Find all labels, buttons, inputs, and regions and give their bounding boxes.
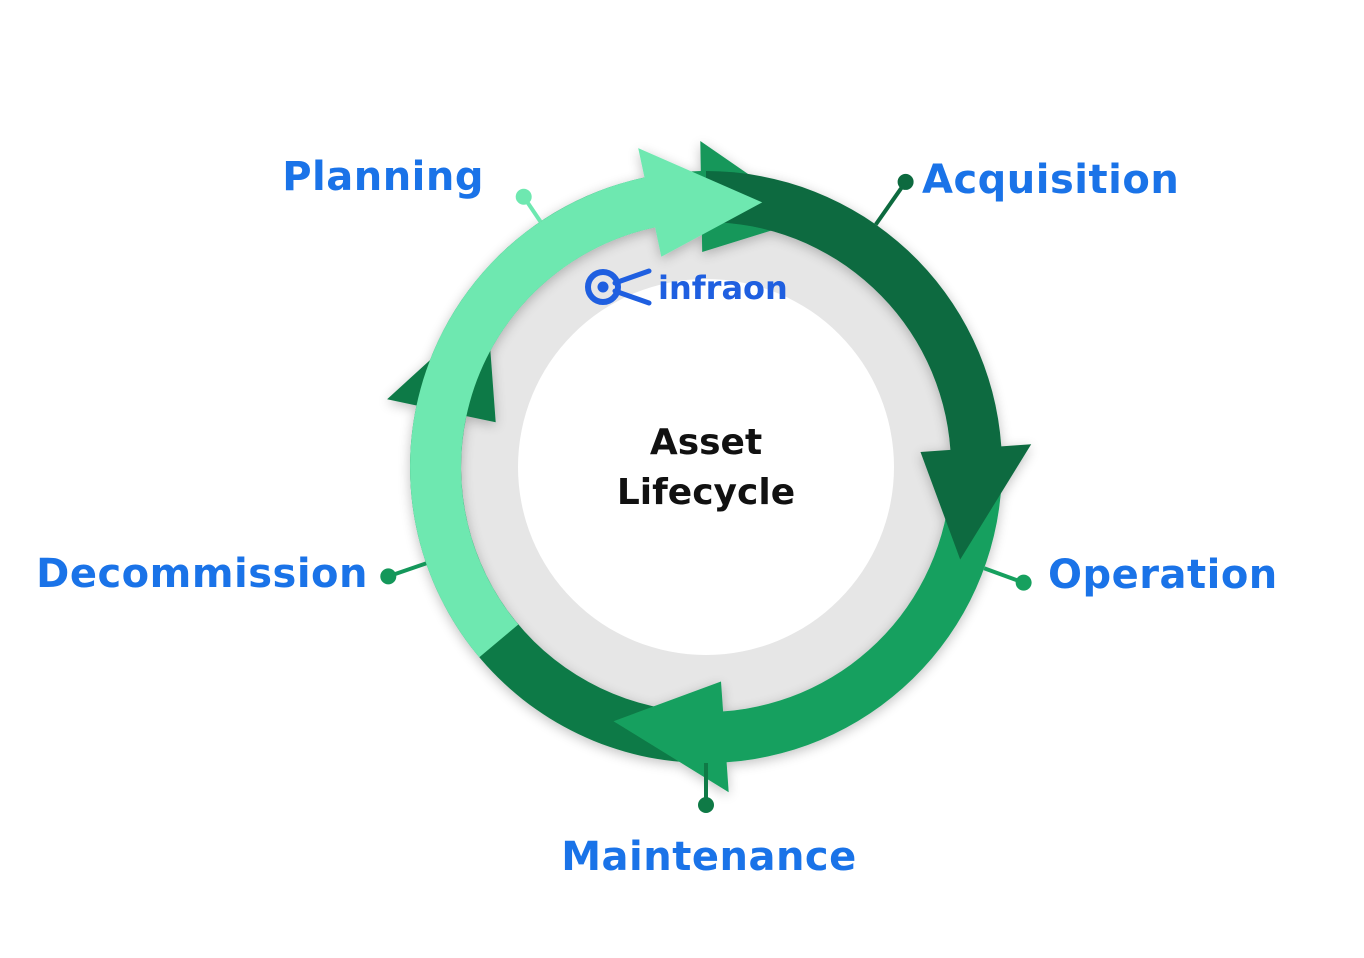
center-title-line2: Lifecycle xyxy=(617,472,795,513)
brand-logo: infraon xyxy=(585,268,788,307)
arrow-planning xyxy=(410,148,763,658)
stage-label-operation: Operation xyxy=(1048,552,1278,598)
connector-dot-acquisition xyxy=(897,173,914,190)
infraon-eye-logo-icon xyxy=(585,268,652,306)
connector-dot-decommission xyxy=(380,568,397,585)
lifecycle-arrows xyxy=(387,141,1032,793)
connector-dot-maintenance xyxy=(698,797,714,813)
stage-connectors xyxy=(380,173,1032,813)
brand-name: infraon xyxy=(658,269,788,307)
connector-dot-operation xyxy=(1015,574,1032,591)
connector-dot-planning xyxy=(515,188,532,205)
stage-label-maintenance: Maintenance xyxy=(561,834,857,880)
stage-label-planning: Planning xyxy=(282,154,484,200)
arrow-acquisition xyxy=(706,171,1032,560)
stage-label-acquisition: Acquisition xyxy=(922,157,1179,203)
center-title-line1: Asset xyxy=(650,422,762,463)
connector-stem-acquisition xyxy=(874,180,908,226)
center-disc xyxy=(518,279,894,655)
stage-label-decommission: Decommission xyxy=(36,551,368,597)
arrow-operation xyxy=(613,467,1002,793)
